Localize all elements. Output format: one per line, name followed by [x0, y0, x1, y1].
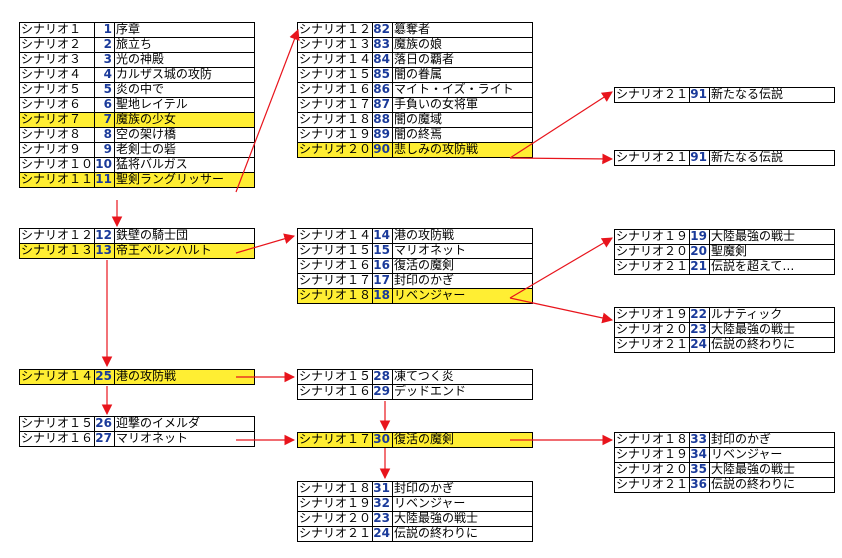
scenario-title: 帝王ベルンハルト — [114, 243, 255, 259]
scenario-name: シナリオ１７ — [297, 432, 373, 448]
scenario-number: 18 — [372, 288, 393, 304]
scenario-title: 港の攻防戦 — [114, 369, 255, 385]
scenario-name: シナリオ１１ — [19, 172, 95, 188]
flow-arrow — [509, 91, 613, 159]
scenario-name: シナリオ１４ — [19, 369, 95, 385]
scenario-name: シナリオ１８ — [297, 288, 373, 304]
scenario-title: 復活の魔剣 — [392, 432, 533, 448]
scenario-title: 聖剣ラングリッサー — [114, 172, 255, 188]
flow-arrow — [235, 233, 296, 254]
scenario-title: 伝説の終わりに — [392, 526, 533, 542]
scenario-number: 25 — [94, 369, 115, 385]
scenario-title: 悲しみの攻防戦 — [392, 142, 533, 158]
scenario-number: 30 — [372, 432, 393, 448]
scenario-title: 伝説の終わりに — [709, 477, 835, 493]
scenario-title: 伝説の終わりに — [709, 337, 835, 353]
scenario-title: 新たなる伝説 — [709, 87, 835, 103]
scenario-name: シナリオ１３ — [19, 243, 95, 259]
scenario-title: 伝説を超えて… — [709, 259, 835, 275]
scenario-number: 90 — [372, 142, 393, 158]
scenario-title: マリオネット — [114, 431, 255, 447]
scenario-title: 新たなる伝説 — [709, 150, 835, 166]
scenario-name: シナリオ７ — [19, 112, 95, 128]
scenario-title: リベンジャー — [392, 288, 533, 304]
flow-arrow — [509, 153, 614, 165]
scenario-title: デッドエンド — [392, 384, 533, 400]
flow-arrow — [235, 28, 300, 193]
scenario-name: シナリオ２０ — [297, 142, 373, 158]
flow-arrow — [509, 237, 613, 299]
flow-arrow — [509, 297, 614, 324]
